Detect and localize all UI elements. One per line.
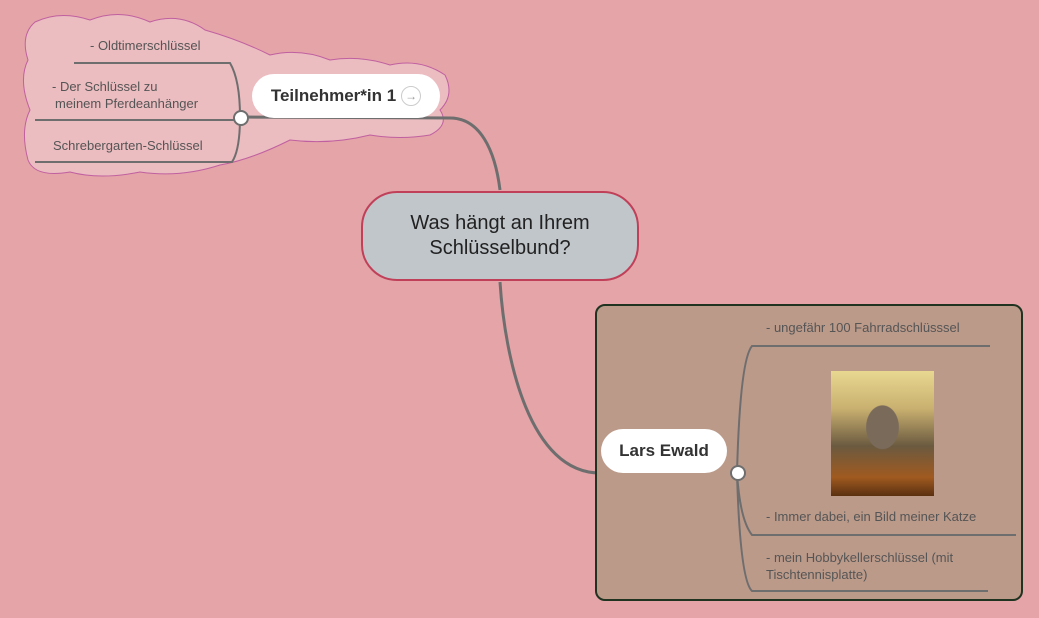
leaf-pferdeanhaenger-2: meinem Pferdeanhänger [55,96,199,111]
central-line-2: Schlüsselbund? [429,237,571,259]
cat-image [831,371,934,496]
collapse-toggle[interactable] [730,465,746,481]
leaf-oldtimer: - Oldtimerschlüssel [90,38,201,53]
leaf-schrebergarten: Schrebergarten-Schlüssel [53,138,203,153]
leaf-hobbykeller-1: - mein Hobbykellerschlüssel (mit [766,550,954,565]
leaf-fahrradschluessel: - ungefähr 100 Fahrradschlüsssel [766,320,960,335]
cloud-boundary [23,14,450,177]
node-lars-ewald[interactable]: Lars Ewald [601,429,727,473]
node-label: Lars Ewald [619,441,709,460]
leaf-hobbykeller-2: Tischtennisplatte) [766,567,868,582]
collapse-toggle[interactable] [233,110,249,126]
leaf-pferdeanhaenger-1: - Der Schlüssel zu [52,79,158,94]
leaf-katze: - Immer dabei, ein Bild meiner Katze [766,509,977,524]
node-label: Teilnehmer*in 1 [270,86,397,105]
central-line-1: Was hängt an Ihrem [410,212,590,234]
arrow-right-icon[interactable]: → [401,86,422,106]
node-teilnehmer-1[interactable]: Teilnehmer*in 1 → [252,74,440,118]
